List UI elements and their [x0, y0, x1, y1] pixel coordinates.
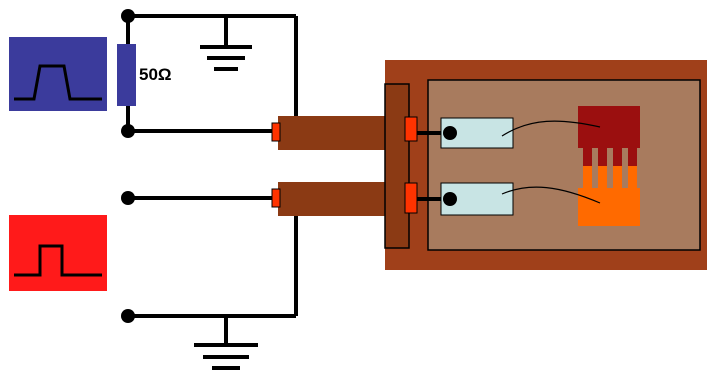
terminal-dot-icon	[121, 9, 135, 23]
terminal-dot-icon	[121, 124, 135, 138]
ground-icon	[194, 343, 258, 370]
terminal-dot-icon	[121, 191, 135, 205]
top-circuit-wiring	[126, 14, 298, 133]
terminal-dot-icon	[121, 309, 135, 323]
sensor-dark	[578, 106, 640, 168]
red-pulse-generator	[9, 215, 107, 291]
coax-cable-top	[271, 116, 388, 150]
bond-wire-bottom	[501, 186, 601, 204]
ground-icon	[200, 45, 252, 71]
square-pulse-icon	[14, 64, 102, 101]
bottom-circuit-wiring	[128, 196, 298, 344]
sensor-enclosure	[384, 60, 707, 270]
square-pulse-icon	[14, 244, 102, 277]
connector-block	[384, 83, 410, 249]
terminal-dot-icon	[443, 126, 457, 140]
bond-wire-top	[501, 120, 601, 137]
coax-cable-bottom	[271, 182, 388, 216]
terminal-dot-icon	[443, 192, 457, 206]
resistor-label: 50Ω	[139, 65, 172, 84]
sensor-light	[578, 166, 640, 226]
resistor-50-ohm	[117, 44, 136, 106]
blue-pulse-generator	[9, 37, 107, 111]
